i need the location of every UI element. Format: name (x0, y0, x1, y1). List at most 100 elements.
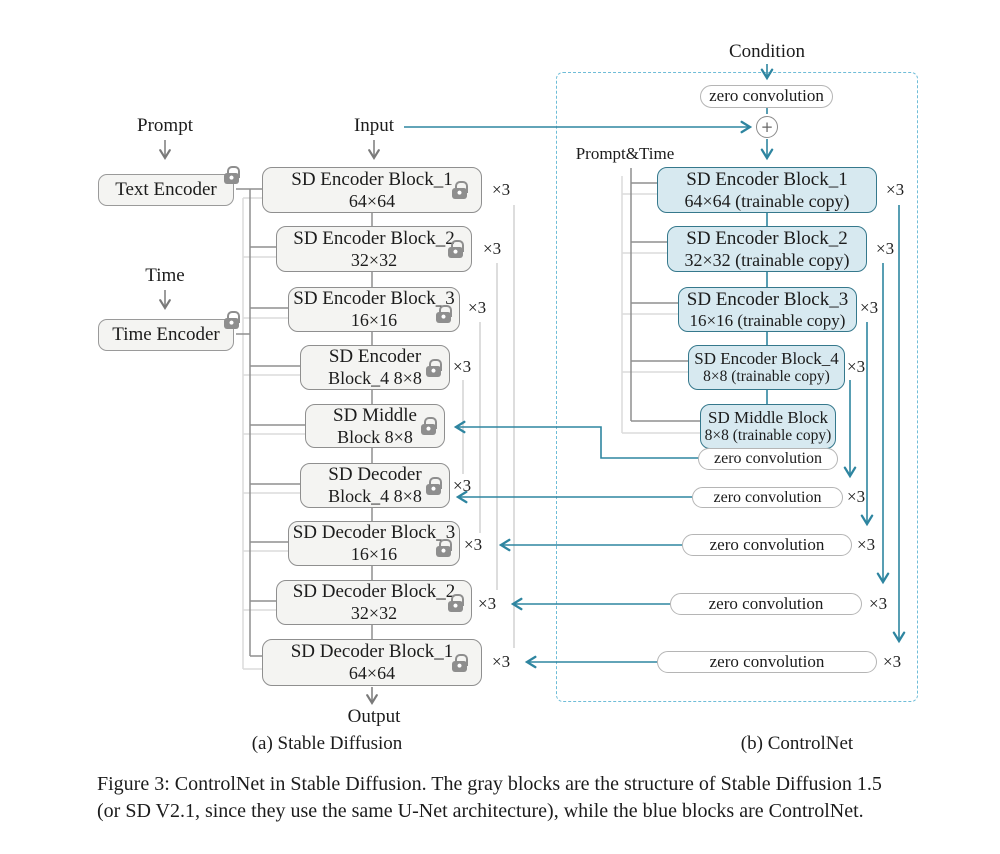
sd-decoder-block-2: SD Decoder Block_2 32×32 (276, 580, 472, 625)
controlnet-dashed-box (556, 72, 918, 702)
block-title: SD Encoder Block_1 (686, 168, 848, 190)
zero-convolution-label: zero convolution (709, 86, 824, 106)
cn-encoder-block-3: SD Encoder Block_3 16×16 (trainable copy… (678, 287, 857, 332)
lock-icon (452, 181, 468, 199)
block-title: SD Encoder Block_2 (293, 227, 455, 249)
block-size: Block 8×8 (337, 426, 413, 447)
block-size: 16×16 (trainable copy) (689, 310, 846, 330)
output-label: Output (347, 706, 401, 727)
zero-convolution-label: zero convolution (709, 651, 825, 671)
multiplier-x3: ×3 (492, 652, 511, 671)
multiplier-x3: ×3 (453, 357, 472, 376)
zero-convolution-pill-dec1: zero convolution (657, 651, 877, 673)
sd-middle-block: SD Middle Block 8×8 (305, 404, 445, 448)
subcaption-controlnet: (b) ControlNet (740, 733, 854, 754)
block-title: SD Decoder Block_1 (290, 641, 454, 663)
condition-label: Condition (728, 41, 805, 62)
block-title: SD Decoder Block_3 (292, 522, 456, 544)
multiplier-x3: ×3 (492, 180, 511, 199)
zero-convolution-pill-middle: zero convolution (698, 448, 838, 470)
block-size: Block_4 8×8 (328, 368, 422, 389)
block-title: SD Encoder Block_1 (291, 168, 453, 190)
multiplier-x3: ×3 (468, 298, 487, 317)
multiplier-x3: ×3 (483, 239, 502, 258)
block-title: SD Encoder Block_3 (686, 288, 849, 310)
block-title: SD Decoder Block_2 (292, 581, 456, 603)
sd-decoder-block-1: SD Decoder Block_1 64×64 (262, 639, 482, 686)
multiplier-x3: ×3 (886, 180, 905, 199)
multiplier-x3: ×3 (478, 594, 497, 613)
text-encoder-label: Text Encoder (115, 179, 217, 200)
zeroconv-to-middle-arrow (453, 420, 700, 459)
lock-icon (436, 305, 452, 324)
block-title: SD Decoder (328, 464, 422, 486)
sum-node-icon: + (756, 116, 778, 138)
right-dark-rail (630, 168, 700, 422)
lock-icon (426, 358, 442, 377)
lock-icon (224, 311, 240, 329)
block-size: 32×32 (350, 603, 398, 624)
block-size: 8×8 (trainable copy) (703, 368, 830, 386)
block-size: 32×32 (350, 249, 398, 270)
multiplier-x3: ×3 (847, 357, 866, 376)
sd-decoder-block-3: SD Decoder Block_3 16×16 (288, 521, 460, 566)
block-title: SD Encoder Block_2 (686, 227, 848, 249)
lock-icon (448, 240, 464, 258)
lock-icon (448, 593, 464, 612)
right-light-rail (621, 176, 700, 434)
multiplier-x3: ×3 (464, 535, 483, 554)
time-encoder-label: Time Encoder (112, 324, 220, 345)
text-encoder-block: Text Encoder (98, 166, 240, 206)
time-label: Time (145, 265, 185, 286)
lock-icon (421, 417, 437, 435)
lock-icon (436, 539, 452, 558)
block-size: 64×64 (trainable copy) (684, 190, 850, 211)
multiplier-x3: ×3 (857, 535, 876, 554)
plus-sign: + (760, 117, 774, 136)
block-size: Block_4 8×8 (328, 486, 422, 507)
lock-icon (452, 653, 468, 672)
subcaption-stable-diffusion: (a) Stable Diffusion (251, 733, 403, 754)
block-title: SD Middle Block (708, 407, 828, 427)
time-encoder-block: Time Encoder (98, 311, 240, 351)
lock-icon (224, 166, 240, 184)
multiplier-x3: ×3 (869, 594, 888, 613)
sd-encoder-block-2: SD Encoder Block_2 32×32 (276, 226, 472, 272)
block-size: 64×64 (348, 190, 396, 211)
sd-encoder-block-1: SD Encoder Block_1 64×64 (262, 167, 482, 213)
zero-convolution-pill: zero convolution (700, 85, 833, 108)
zero-convolution-pill-dec3: zero convolution (682, 534, 852, 556)
left-dark-rail (236, 188, 305, 657)
teal-flow-arrows (404, 64, 906, 669)
block-title: SD Encoder (328, 346, 422, 368)
block-size: 32×32 (trainable copy) (684, 249, 850, 270)
block-size: 16×16 (350, 544, 398, 565)
cn-encoder-block-4: SD Encoder Block_4 8×8 (trainable copy) (688, 345, 845, 390)
block-size: 8×8 (trainable copy) (704, 427, 832, 445)
input-label: Input (353, 115, 395, 136)
sd-encoder-block-3: SD Encoder Block_3 16×16 (288, 287, 460, 332)
figure-caption: Figure 3: ControlNet in Stable Diffusion… (97, 771, 937, 825)
prompt-and-time-label: Prompt&Time (575, 144, 675, 163)
block-title: SD Encoder Block_4 (694, 348, 839, 368)
block-size: 16×16 (350, 310, 398, 331)
multiplier-x3: ×3 (883, 652, 902, 671)
multiplier-x3: ×3 (860, 298, 879, 317)
cn-middle-block: SD Middle Block 8×8 (trainable copy) (700, 404, 836, 449)
prompt-label: Prompt (137, 115, 193, 136)
figure-caption-line2: (or SD V2.1, since they use the same U-N… (97, 800, 864, 822)
zero-convolution-label: zero convolution (709, 534, 825, 554)
cn-encoder-block-2: SD Encoder Block_2 32×32 (trainable copy… (667, 226, 867, 272)
multiplier-x3: ×3 (847, 487, 866, 506)
lock-icon (426, 476, 442, 495)
zero-convolution-pill-dec4: zero convolution (692, 487, 843, 508)
multiplier-x3: ×3 (453, 476, 472, 495)
figure-caption-line1: Figure 3: ControlNet in Stable Diffusion… (97, 773, 882, 795)
block-title: SD Encoder Block_3 (293, 288, 455, 310)
block-size: 64×64 (348, 663, 396, 684)
zero-convolution-label: zero convolution (714, 450, 822, 468)
cn-encoder-block-1: SD Encoder Block_1 64×64 (trainable copy… (657, 167, 877, 213)
gray-flow-arrows (159, 140, 380, 706)
